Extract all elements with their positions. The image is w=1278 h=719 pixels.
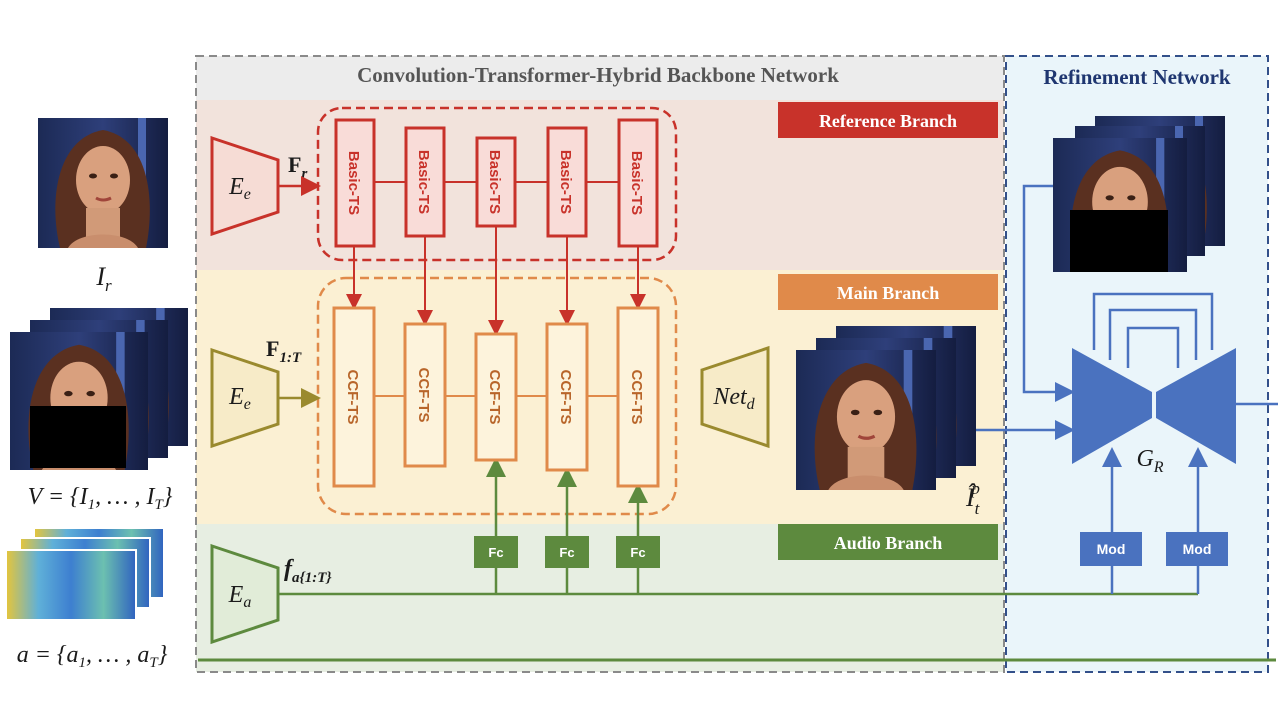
backbone-border [195, 55, 1005, 673]
reference-image [38, 118, 168, 248]
main-branch-label: Main Branch [837, 283, 940, 303]
svg-text:CCF-TS: CCF-TS [415, 368, 432, 423]
refinement-title: Refinement Network [1043, 65, 1231, 89]
backbone-title: Convolution-Transformer-Hybrid Backbone … [357, 63, 839, 87]
mouth-mask [1070, 210, 1168, 272]
svg-text:CCF-TS: CCF-TS [557, 370, 574, 425]
mod-block: Mod [1166, 532, 1228, 566]
basic-ts-blocks: Basic-TS Basic-TS Basic-TS Basic-TS Basi… [334, 118, 659, 248]
svg-text:CCF-TS: CCF-TS [486, 370, 503, 425]
audio-branch-label: Audio Branch [834, 533, 943, 553]
reference-encoder: Ee [210, 135, 280, 237]
refinement-masked-frames [1051, 116, 1227, 272]
svg-text:CCF-TS: CCF-TS [628, 370, 645, 425]
svg-text:Fc: Fc [488, 545, 503, 560]
basic-ts-block: Basic-TS [546, 126, 588, 238]
fc-block: Fc [545, 536, 589, 568]
reference-image-label: Ir [95, 262, 112, 295]
generator-label: GR [1136, 446, 1163, 476]
ccf-ts-block: CCF-TS [474, 332, 518, 462]
fc-blocks: Fc Fc Fc [474, 536, 660, 568]
predicted-frames-stack [796, 326, 976, 490]
reference-branch-label: Reference Branch [819, 111, 957, 131]
basic-ts-block: Basic-TS [334, 118, 376, 248]
svg-text:Basic-TS: Basic-TS [486, 150, 503, 214]
generator-gr [1072, 348, 1236, 464]
fc-block: Fc [616, 536, 660, 568]
svg-text:Fc: Fc [559, 545, 574, 560]
svg-text:Basic-TS: Basic-TS [628, 151, 645, 215]
main-branch-tag: Main Branch [778, 274, 998, 310]
basic-ts-block: Basic-TS [617, 118, 659, 248]
audio-encoder: Ea [210, 543, 280, 645]
basic-ts-block: Basic-TS [404, 126, 446, 238]
fc-block: Fc [474, 536, 518, 568]
svg-text:Ee: Ee [228, 384, 251, 413]
audio-branch-tag: Audio Branch [778, 524, 998, 560]
feature-fr-label: Fr [288, 152, 307, 182]
refinement-border [1005, 55, 1269, 673]
ccf-ts-block: CCF-TS [545, 322, 589, 472]
ccf-ts-block: CCF-TS [616, 306, 660, 488]
ccf-ts-block: CCF-TS [403, 322, 447, 468]
svg-text:Ea: Ea [228, 582, 252, 611]
mod-block: Mod [1080, 532, 1142, 566]
ccf-ts-blocks: CCF-TS CCF-TS CCF-TS CCF-TS CCF-TS [332, 306, 660, 488]
basic-ts-block: Basic-TS [475, 136, 517, 228]
svg-text:Ee: Ee [228, 174, 251, 203]
reference-branch-tag: Reference Branch [778, 102, 998, 138]
audio-label: a = {a1, … , aT} [17, 642, 168, 671]
svg-text:Basic-TS: Basic-TS [557, 150, 574, 214]
predicted-frame-label: Îtp [965, 479, 981, 518]
decoder-net: Netd [700, 345, 770, 449]
feature-f1t-label: F1:T [266, 336, 302, 366]
svg-text:Mod: Mod [1097, 541, 1126, 557]
svg-text:CCF-TS: CCF-TS [344, 370, 361, 425]
feature-fa-label: fa{1:T} [284, 556, 332, 586]
svg-text:Netd: Netd [712, 384, 755, 413]
mod-blocks: Mod Mod [1080, 532, 1228, 566]
video-label: V = {I1, … , IT} [28, 484, 173, 513]
svg-text:Mod: Mod [1183, 541, 1212, 557]
main-encoder: Ee [210, 347, 280, 449]
audio-spectrogram-stack [5, 527, 165, 621]
video-frames-stack [10, 308, 188, 470]
ccf-ts-block: CCF-TS [332, 306, 376, 488]
svg-text:Basic-TS: Basic-TS [415, 150, 432, 214]
svg-text:Fc: Fc [630, 545, 645, 560]
mouth-mask [30, 406, 126, 468]
svg-text:Basic-TS: Basic-TS [345, 151, 362, 215]
